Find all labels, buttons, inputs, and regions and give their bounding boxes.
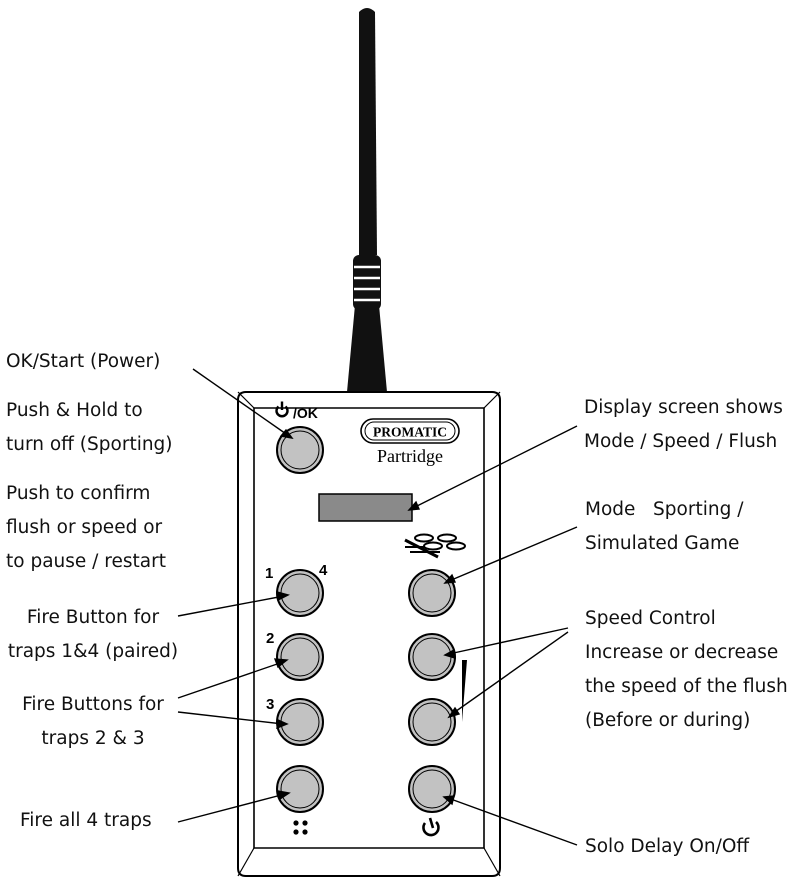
brand-badge: PROMATIC Partridge [360, 418, 460, 466]
fire-23-line1: Fire Buttons for [22, 694, 164, 715]
solo-delay-button[interactable] [408, 765, 456, 813]
fire-button-3[interactable] [276, 698, 324, 746]
trap-number-1: 1 [265, 565, 273, 582]
buttons [276, 426, 456, 813]
trap-numbers: 1 4 2 3 [265, 562, 328, 713]
display-line2: Mode / Speed / Flush [584, 431, 778, 452]
speed-line1: Speed Control [585, 608, 716, 629]
timer-icon [422, 817, 440, 837]
fire-all-button[interactable] [276, 765, 324, 813]
fire-14-line1: Fire Button for [26, 607, 160, 628]
remote-body [237, 391, 501, 877]
ok-start-label: OK/Start (Power) [6, 351, 161, 372]
mode-line1: Mode Sporting / [585, 499, 744, 520]
four-dots-icon [293, 820, 308, 835]
trap-number-2: 2 [266, 630, 274, 647]
push-confirm-line3: to pause / restart [6, 551, 166, 572]
mode-button[interactable] [408, 569, 456, 617]
fire-all-label: Fire all 4 traps [20, 810, 152, 831]
clay-targets-icon [404, 533, 466, 559]
model-name: Partridge [377, 446, 443, 466]
display-line1: Display screen shows [584, 397, 783, 418]
fire-button-2[interactable] [276, 633, 324, 681]
power-ok-label: /OK [293, 405, 318, 421]
fire-button-1-4[interactable] [276, 569, 324, 617]
push-confirm-line1: Push to confirm [6, 483, 151, 504]
trap-number-4: 4 [319, 562, 328, 579]
fire-14-line2: traps 1&4 (paired) [7, 641, 179, 662]
ok-power-button[interactable] [276, 426, 324, 474]
display-screen [318, 493, 413, 522]
push-confirm-line2: flush or speed or [6, 517, 163, 538]
speed-down-button[interactable] [408, 698, 456, 746]
leader-lines [177, 368, 578, 846]
power-icon [275, 401, 289, 418]
fire-23-line2: traps 2 & 3 [41, 728, 145, 749]
antenna [347, 8, 387, 392]
speed-line4: (Before or during) [585, 710, 751, 731]
push-hold-line2: turn off (Sporting) [6, 434, 173, 455]
solo-delay-label: Solo Delay On/Off [585, 836, 750, 857]
speed-up-button[interactable] [408, 633, 456, 681]
mode-line2: Simulated Game [585, 533, 740, 554]
speed-line2: Increase or decrease [585, 642, 779, 663]
brand-name: PROMATIC [373, 425, 447, 440]
speed-line3: the speed of the flush [585, 676, 788, 697]
push-hold-line1: Push & Hold to [6, 400, 143, 421]
trap-number-3: 3 [266, 696, 274, 713]
